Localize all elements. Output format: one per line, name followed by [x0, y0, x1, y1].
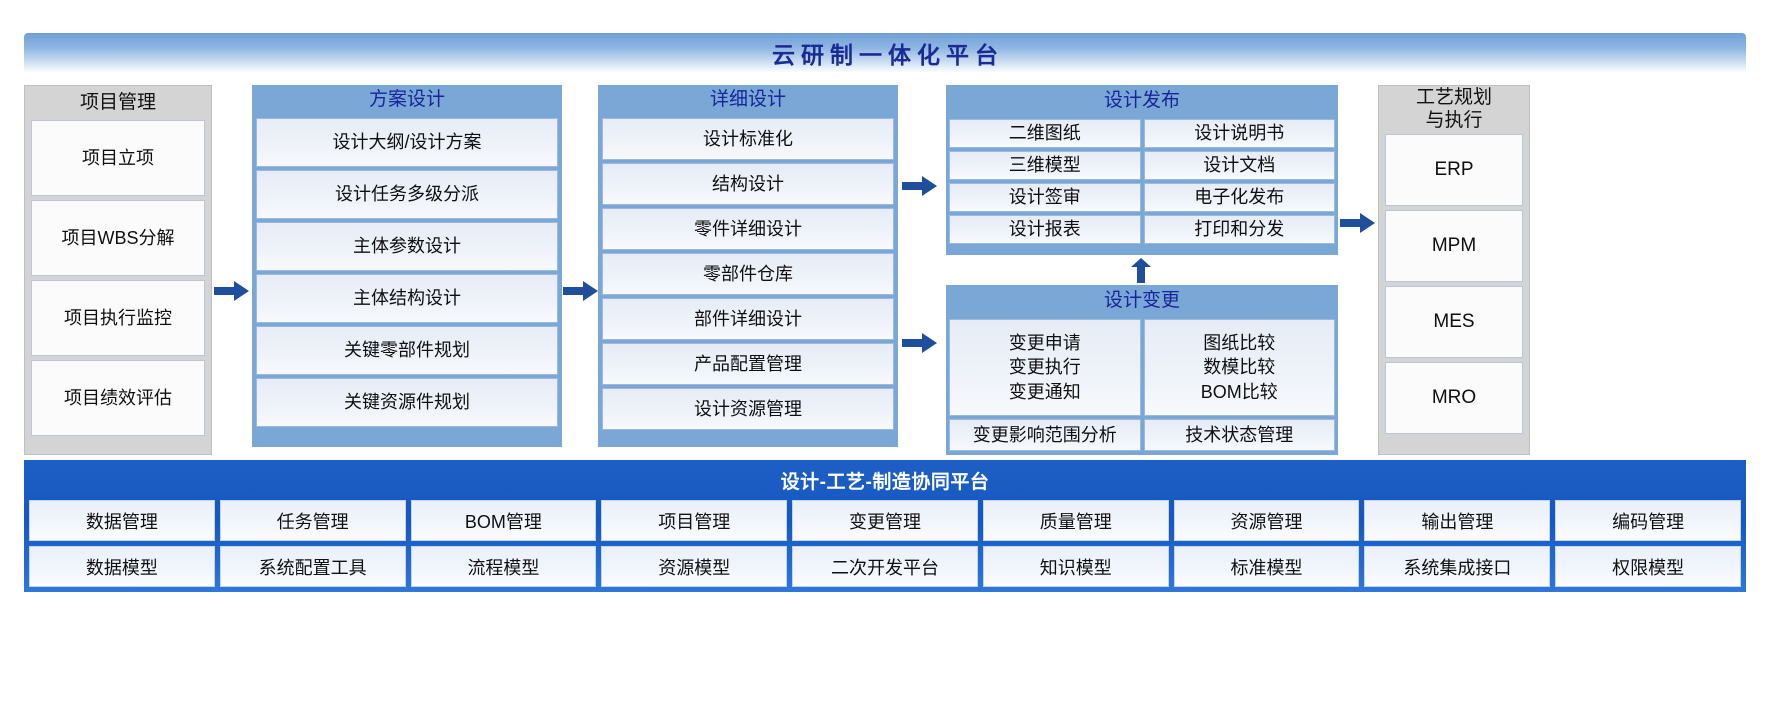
platform-cell[interactable]: 变更管理: [792, 500, 978, 541]
platform-cell[interactable]: 资源管理: [1173, 500, 1360, 541]
platform-cell[interactable]: 标准模型: [1173, 546, 1360, 587]
process-header-line-2: 与执行: [1425, 110, 1483, 131]
column-items-detailed-design: 设计标准化 结构设计 零件详细设计 零部件仓库 部件详细设计 产品配置管理 设计…: [598, 115, 898, 434]
collaboration-platform: 设计-工艺-制造协同平台 数据管理 任务管理 BOM管理 项目管理 变更管理 质…: [24, 460, 1746, 592]
column-header-project-management: 项目管理: [25, 86, 211, 120]
list-item[interactable]: MPM: [1385, 210, 1523, 282]
arrow-right-icon-detail-to-change: [902, 332, 938, 354]
column-project-management: 项目管理 项目立项 项目WBS分解 项目执行监控 项目绩效评估: [24, 85, 212, 455]
list-item[interactable]: MES: [1385, 286, 1523, 358]
list-item[interactable]: 部件详细设计: [602, 298, 894, 340]
list-item[interactable]: 设计说明书: [1143, 119, 1335, 148]
column-header-design-release: 设计发布: [946, 85, 1338, 117]
list-item[interactable]: 电子化发布: [1143, 183, 1335, 212]
list-item[interactable]: 设计大纲/设计方案: [256, 118, 558, 167]
list-item[interactable]: 技术状态管理: [1143, 419, 1335, 451]
change-left-line-2: 变更执行: [1008, 357, 1081, 378]
list-item[interactable]: 结构设计: [602, 163, 894, 205]
list-item[interactable]: 设计任务多级分派: [256, 170, 558, 219]
list-item[interactable]: 产品配置管理: [602, 343, 894, 385]
platform-cell[interactable]: 数据管理: [29, 500, 215, 541]
column-items-scheme-design: 设计大纲/设计方案 设计任务多级分派 主体参数设计 主体结构设计 关键零部件规划…: [252, 115, 562, 431]
platform-cell[interactable]: 输出管理: [1364, 500, 1551, 541]
platform-cell[interactable]: 数据模型: [29, 546, 215, 587]
column-header-process-planning: 工艺规划 与执行: [1379, 86, 1529, 134]
column-items-project-management: 项目立项 项目WBS分解 项目执行监控 项目绩效评估: [25, 120, 211, 442]
platform-cell[interactable]: BOM管理: [410, 500, 597, 541]
list-item[interactable]: 项目绩效评估: [31, 360, 205, 436]
platform-banner: 云研制一体化平台: [24, 33, 1746, 73]
arrow-up-icon-change-to-release: [1130, 258, 1152, 284]
platform-cell[interactable]: 二次开发平台: [792, 546, 978, 587]
platform-cell[interactable]: 系统集成接口: [1364, 546, 1551, 587]
platform-row-1: 数据管理 任务管理 BOM管理 项目管理 变更管理 质量管理 资源管理 输出管理…: [24, 500, 1746, 546]
column-header-design-change: 设计变更: [946, 285, 1338, 317]
column-items-process-planning: ERP MPM MES MRO: [1379, 134, 1529, 440]
change-left-line-1: 变更申请: [1008, 333, 1081, 354]
platform-cell[interactable]: 资源模型: [601, 546, 788, 587]
change-left-line-3: 变更通知: [1008, 381, 1081, 402]
platform-cell[interactable]: 流程模型: [410, 546, 597, 587]
column-scheme-design: 方案设计 设计大纲/设计方案 设计任务多级分派 主体参数设计 主体结构设计 关键…: [252, 85, 562, 447]
column-detailed-design: 详细设计 设计标准化 结构设计 零件详细设计 零部件仓库 部件详细设计 产品配置…: [598, 85, 898, 447]
arrow-right-icon-detail-to-release: [902, 175, 938, 197]
list-item[interactable]: 设计文档: [1143, 151, 1335, 180]
list-item-change-right[interactable]: 图纸比较 数模比较 BOM比较: [1143, 319, 1335, 416]
change-right-line-2: 数模比较: [1203, 357, 1276, 378]
list-item[interactable]: 零部件仓库: [602, 253, 894, 295]
platform-title: 设计-工艺-制造协同平台: [780, 471, 990, 493]
list-item[interactable]: 设计标准化: [602, 118, 894, 160]
list-item[interactable]: 主体结构设计: [256, 274, 558, 323]
column-design-change: 设计变更 变更申请 变更执行 变更通知 图纸比较 数模比较 BOM比较 变更影响…: [946, 285, 1338, 455]
list-item[interactable]: 主体参数设计: [256, 222, 558, 271]
list-item[interactable]: MRO: [1385, 362, 1523, 434]
list-item[interactable]: 项目执行监控: [31, 280, 205, 356]
column-header-scheme-design: 方案设计: [252, 85, 562, 115]
list-item[interactable]: 变更影响范围分析: [949, 419, 1141, 451]
banner-title: 云研制一体化平台: [772, 42, 1004, 68]
list-item[interactable]: 打印和分发: [1143, 215, 1335, 244]
list-item[interactable]: 项目WBS分解: [31, 200, 205, 276]
arrow-right-icon-project-to-plan: [214, 280, 250, 302]
process-header-line-1: 工艺规划: [1415, 87, 1492, 109]
list-item-change-left[interactable]: 变更申请 变更执行 变更通知: [949, 319, 1141, 416]
platform-cell[interactable]: 任务管理: [219, 500, 406, 541]
column-process-planning: 工艺规划 与执行 ERP MPM MES MRO: [1378, 85, 1530, 455]
change-right-line-1: 图纸比较: [1203, 333, 1276, 354]
column-design-release: 设计发布 二维图纸 设计说明书 三维模型 设计文档 设计签审 电子化发布 设计报…: [946, 85, 1338, 255]
platform-cell[interactable]: 编码管理: [1555, 500, 1741, 541]
list-item[interactable]: 关键资源件规划: [256, 378, 558, 427]
list-item[interactable]: 三维模型: [949, 151, 1141, 180]
list-item[interactable]: 设计报表: [949, 215, 1141, 244]
arrow-right-icon-plan-to-detail: [563, 280, 599, 302]
change-right-line-3: BOM比较: [1200, 381, 1278, 402]
column-items-design-release: 二维图纸 设计说明书 三维模型 设计文档 设计签审 电子化发布 设计报表 打印和…: [946, 117, 1338, 247]
platform-cell[interactable]: 质量管理: [982, 500, 1169, 541]
list-item[interactable]: 关键零部件规划: [256, 326, 558, 375]
list-item[interactable]: ERP: [1385, 134, 1523, 206]
list-item[interactable]: 项目立项: [31, 120, 205, 196]
column-header-detailed-design: 详细设计: [598, 85, 898, 115]
platform-cell[interactable]: 权限模型: [1555, 546, 1741, 587]
platform-cell[interactable]: 项目管理: [601, 500, 788, 541]
platform-cell[interactable]: 知识模型: [982, 546, 1169, 587]
platform-row-2: 数据模型 系统配置工具 流程模型 资源模型 二次开发平台 知识模型 标准模型 系…: [24, 546, 1746, 592]
platform-cell[interactable]: 系统配置工具: [219, 546, 406, 587]
list-item[interactable]: 零件详细设计: [602, 208, 894, 250]
list-item[interactable]: 设计签审: [949, 183, 1141, 212]
list-item[interactable]: 设计资源管理: [602, 388, 894, 430]
column-items-design-change: 变更申请 变更执行 变更通知 图纸比较 数模比较 BOM比较 变更影响范围分析 …: [946, 317, 1338, 454]
list-item[interactable]: 二维图纸: [949, 119, 1141, 148]
arrow-right-icon-release-to-process: [1340, 212, 1376, 234]
